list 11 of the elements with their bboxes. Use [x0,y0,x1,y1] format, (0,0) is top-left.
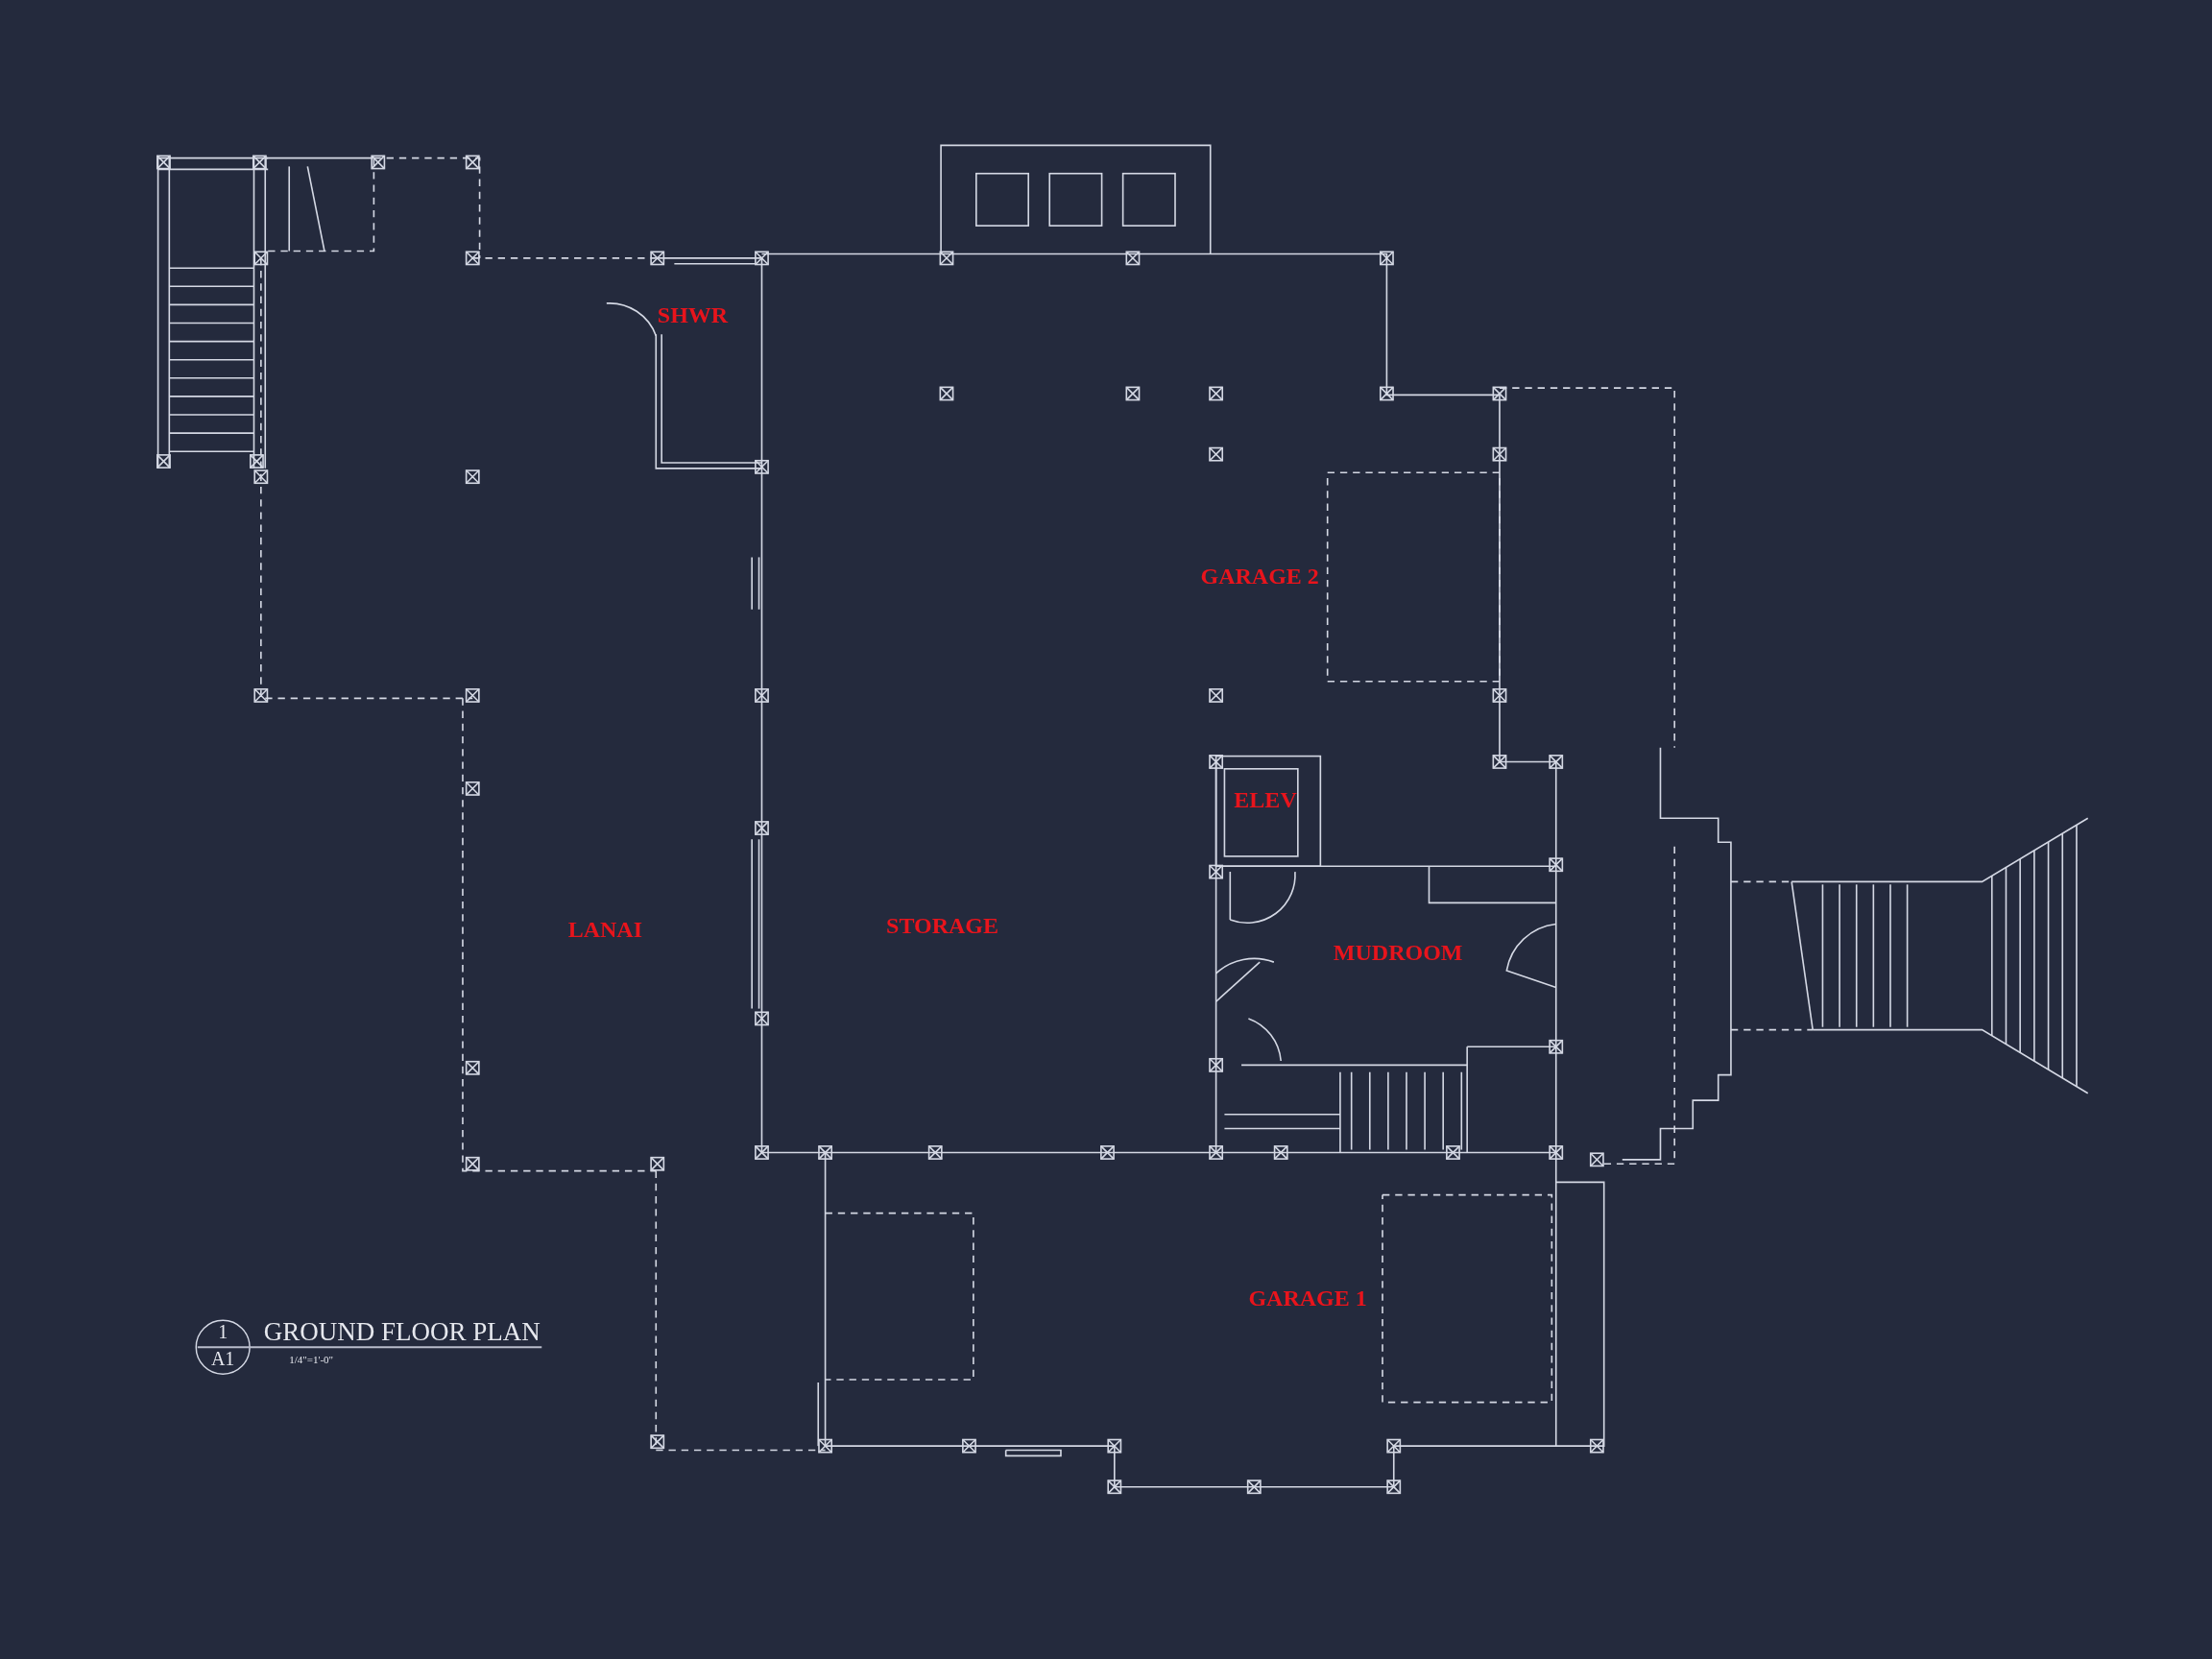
room-label: MUDROOM [1333,940,1463,964]
room-label: LANAI [567,918,643,942]
room-label: SHWR [657,302,729,326]
room-label: GARAGE 2 [1200,564,1319,588]
room-label: STORAGE [886,913,998,937]
room-label: GARAGE 1 [1248,1286,1367,1310]
scale-note: 1/4"=1'-0" [289,1355,334,1365]
room-label: ELEV [1234,788,1297,812]
drawing-title: GROUND FLOOR PLAN [263,1318,541,1345]
section-number: A1 [210,1349,235,1368]
section-number: 1 [218,1322,228,1342]
